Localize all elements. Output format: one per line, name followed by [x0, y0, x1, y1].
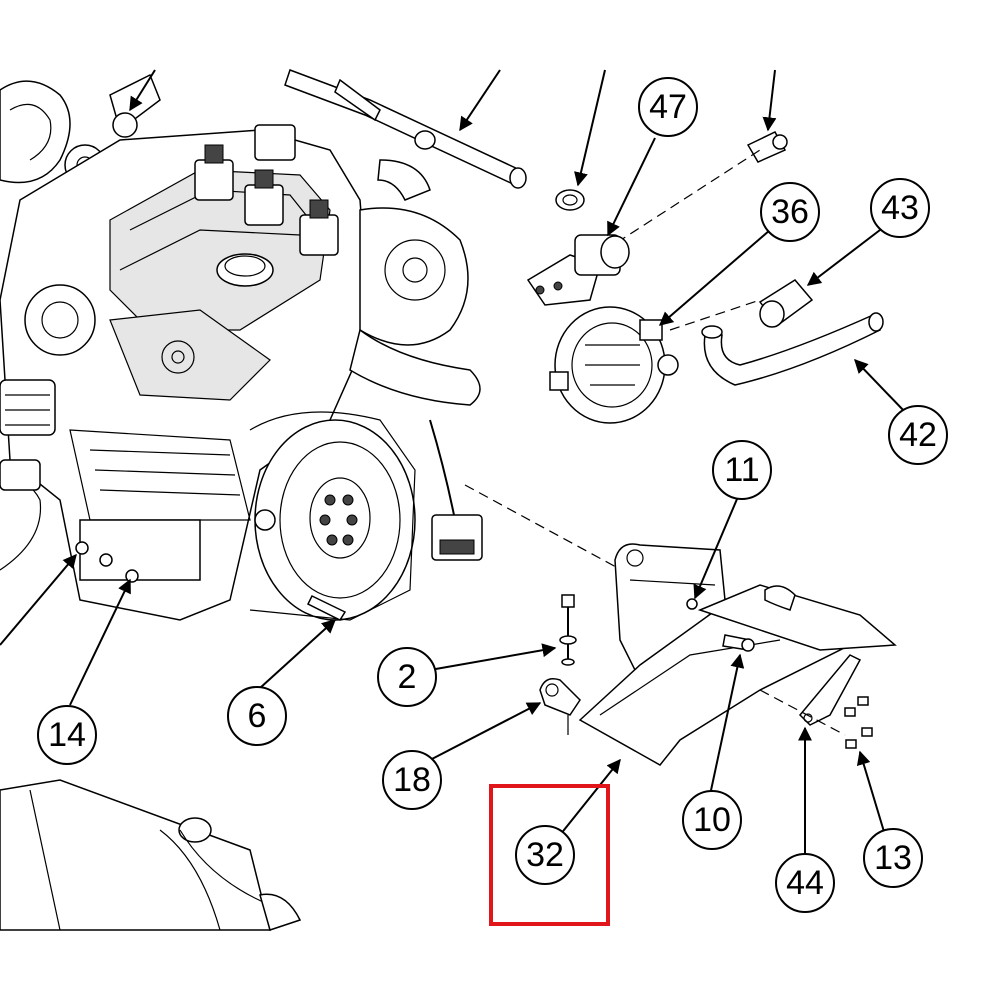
- callout-label: 42: [899, 416, 937, 454]
- leader-lines: [0, 69, 906, 855]
- callout-label: 6: [248, 697, 267, 735]
- callout-label: 14: [48, 716, 86, 754]
- callout-42[interactable]: 42: [888, 405, 948, 465]
- regulator-assembly: [526, 131, 884, 424]
- engine-assembly: [0, 69, 527, 621]
- callout-11[interactable]: 11: [712, 440, 772, 500]
- callout-label: 2: [398, 658, 417, 696]
- callout-label: 13: [874, 839, 912, 877]
- callout-47[interactable]: 47: [638, 77, 698, 137]
- callout-label: 44: [786, 864, 824, 902]
- callout-10[interactable]: 10: [682, 790, 742, 850]
- callout-43[interactable]: 43: [870, 178, 930, 238]
- callout-6[interactable]: 6: [227, 686, 287, 746]
- shield-bracket-assembly: [464, 484, 897, 766]
- callout-label: 47: [649, 88, 687, 126]
- callout-label: 10: [693, 801, 731, 839]
- callout-label: 18: [393, 761, 431, 799]
- callout-36[interactable]: 36: [760, 182, 820, 242]
- callout-32[interactable]: 32: [515, 825, 575, 885]
- callout-2[interactable]: 2: [377, 647, 437, 707]
- callout-13[interactable]: 13: [863, 828, 923, 888]
- callout-label: 43: [881, 189, 919, 227]
- callout-label: 11: [724, 451, 759, 489]
- callout-label: 36: [771, 193, 809, 231]
- callout-label: 32: [526, 836, 564, 874]
- callout-44[interactable]: 44: [775, 853, 835, 913]
- callout-18[interactable]: 18: [382, 750, 442, 810]
- starter-motor: [0, 779, 302, 931]
- callout-14[interactable]: 14: [37, 705, 97, 765]
- highlight-box: [489, 784, 610, 926]
